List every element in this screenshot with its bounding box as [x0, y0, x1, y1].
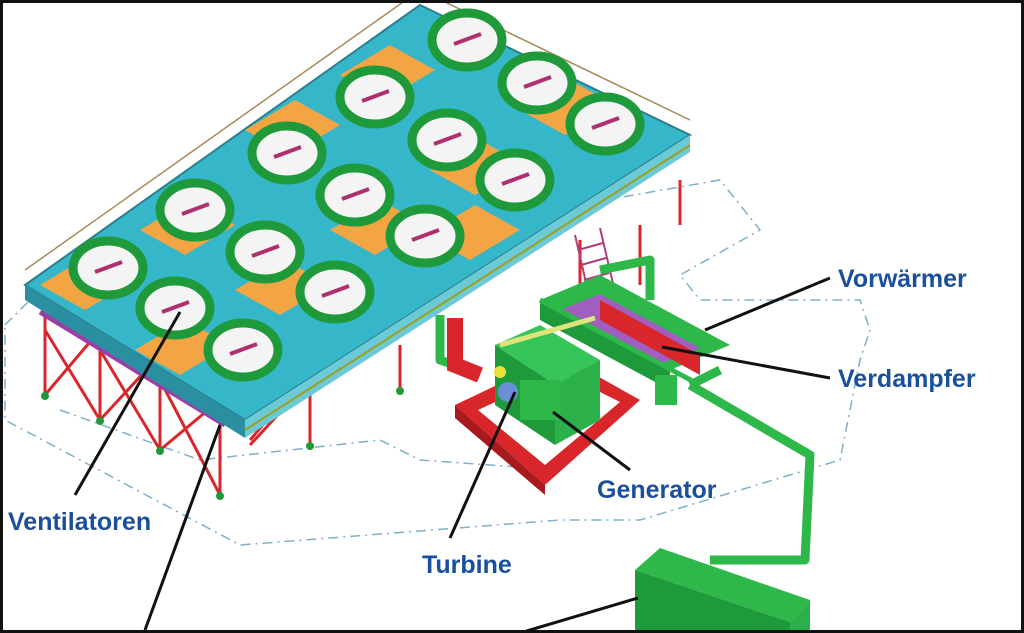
label-turbine: Turbine: [422, 551, 512, 579]
leader-ventilatoren: [73, 311, 182, 496]
leader-verdampfer: [661, 345, 831, 380]
leader-vorwaermer: [704, 276, 831, 332]
label-vorwaermer: Vorwärmer: [838, 265, 967, 293]
deck-edge-stripe: [244, 144, 691, 431]
label-ventilatoren: Ventilatoren: [8, 508, 151, 536]
label-generator: Generator: [597, 476, 717, 504]
ground-outline: [4, 179, 871, 546]
air-cooled-box: [635, 548, 810, 633]
ladder: [574, 227, 616, 301]
leader-generator: [552, 410, 631, 472]
support-feet: [41, 387, 404, 500]
label-verdampfer: Verdampfer: [838, 365, 976, 393]
yellow-pipe: [499, 315, 596, 348]
leader-structure: [143, 424, 222, 631]
red-pipe: [447, 318, 483, 383]
leader-lines: [73, 276, 831, 633]
purple-beam: [38, 309, 227, 428]
leader-box: [519, 596, 639, 633]
fan-hubs: [94, 32, 620, 356]
leader-turbine: [448, 391, 517, 539]
